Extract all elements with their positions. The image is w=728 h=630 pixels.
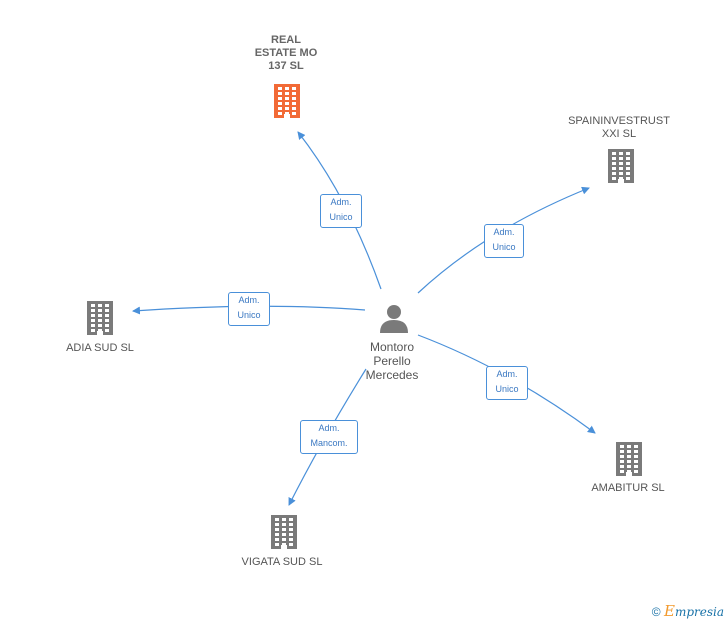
building-icon-vigata-sud[interactable] [271,515,297,549]
icons [87,84,642,549]
company-label-amabitur[interactable]: AMABITUR SL [591,482,665,494]
building-icon-adia-sud[interactable] [87,301,113,335]
company-label-adia-sud[interactable]: ADIA SUD SL [66,342,134,354]
copyright-symbol: © [651,605,661,619]
company-label-real-estate-mo-137[interactable]: REAL ESTATE MO 137 SL [254,34,318,72]
relation-badge-amabitur[interactable]: Adm. Unico [486,366,528,400]
empresia-logo-e: E [663,602,675,620]
building-icon-real-estate-mo-137[interactable] [274,84,300,118]
person-icon[interactable] [380,305,408,333]
relation-badge-spaininvestrust-xxi[interactable]: Adm. Unico [484,224,524,258]
company-label-spaininvestrust-xxi[interactable]: SPAININVESTRUST XXI SL [568,115,670,140]
building-icon-amabitur[interactable] [616,442,642,476]
relation-badge-adia-sud[interactable]: Adm. Unico [228,292,270,326]
edges [132,131,596,506]
relation-badge-real-estate-mo-137[interactable]: Adm. Unico [320,194,362,228]
building-icon-spaininvestrust-xxi[interactable] [608,149,634,183]
relation-badge-vigata-sud[interactable]: Adm. Mancom. [300,420,358,454]
person-label[interactable]: Montoro Perello Mercedes [365,340,419,382]
empresia-logo-text: mpresia [674,605,724,619]
copyright-footer: © Empresia [652,602,724,620]
company-label-vigata-sud[interactable]: VIGATA SUD SL [241,556,323,568]
